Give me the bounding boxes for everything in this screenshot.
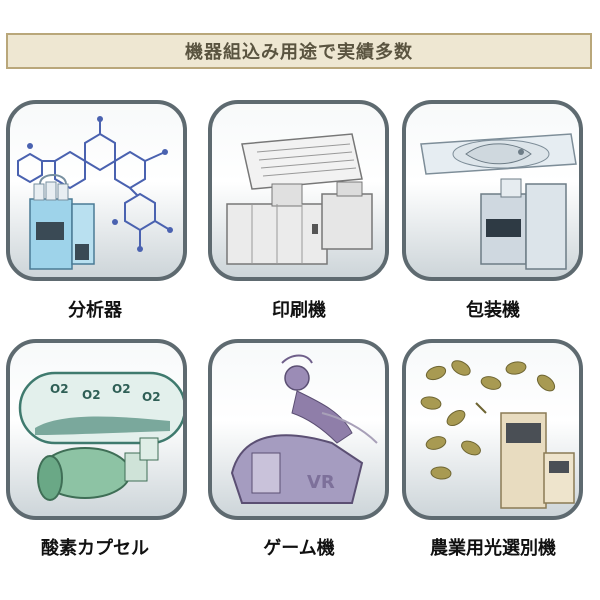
capsule-o2-text: O2	[82, 388, 101, 402]
label-printing: 印刷機	[272, 300, 326, 321]
label-oxygen-capsule: 酸素カプセル	[41, 538, 149, 559]
vr-game-machine-icon: VR	[230, 354, 378, 504]
banner-title: 機器組込み用途で実績多数	[185, 42, 413, 63]
capsule-o2-text: O2	[112, 382, 131, 396]
label-grain-sorter: 農業用光選別機	[430, 538, 556, 559]
tile-grain-sorter	[402, 339, 583, 520]
vr-logo-text: VR	[307, 472, 335, 493]
label-game-machine: ゲーム機	[263, 538, 335, 559]
oxygen-capsule-icon: O2 O2 O2 O2	[18, 371, 183, 501]
tile-analyzer	[6, 100, 187, 281]
title-banner: 機器組込み用途で実績多数	[6, 33, 592, 69]
printing-machine-icon	[226, 133, 373, 265]
capsule-o2-text: O2	[142, 390, 161, 404]
tile-printing	[208, 100, 389, 281]
tile-packaging	[402, 100, 583, 281]
capsule-o2-text: O2	[50, 382, 69, 396]
grain-sorter-icon	[420, 360, 575, 509]
packaging-machine-icon	[420, 133, 577, 270]
chemistry-analyzer-icon	[17, 116, 173, 270]
label-analyzer: 分析器	[68, 300, 122, 321]
label-packaging: 包装機	[466, 300, 520, 321]
tile-oxygen-capsule: O2 O2 O2 O2	[6, 339, 187, 520]
tile-game-machine: VR	[208, 339, 389, 520]
